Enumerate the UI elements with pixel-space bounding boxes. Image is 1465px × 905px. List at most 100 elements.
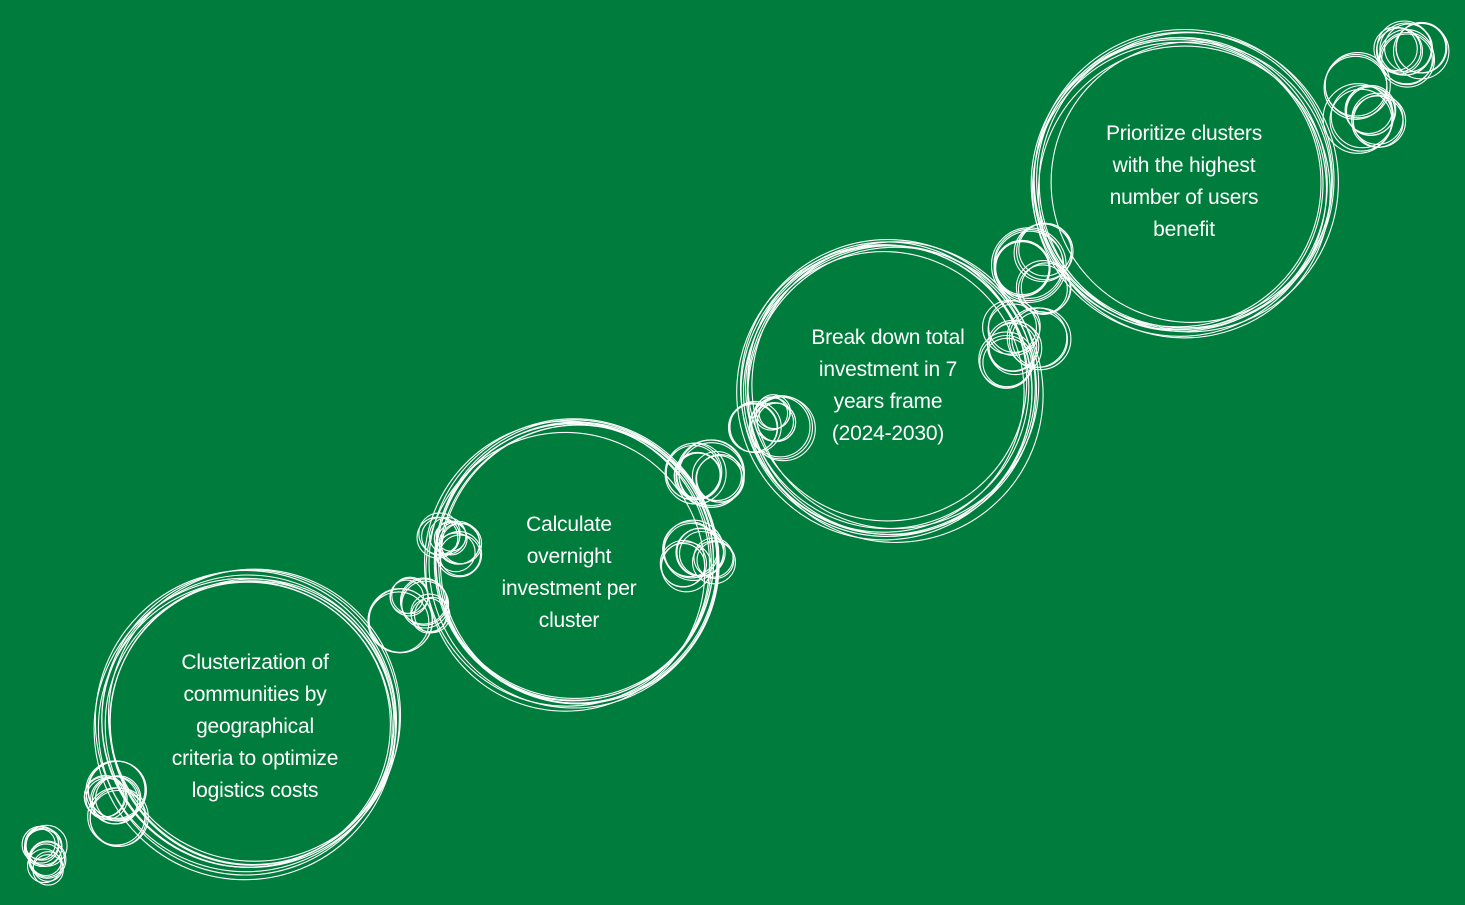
cluster-g-stroke <box>754 402 795 442</box>
cluster-g-stroke <box>728 403 778 453</box>
step-4-line-1: Prioritize clusters <box>1105 122 1263 145</box>
cluster-g-stroke <box>750 396 816 462</box>
step-4-ring-stroke <box>1030 37 1324 331</box>
step-3-line-2: investment in 7 <box>818 358 958 381</box>
cluster-h-stroke <box>988 300 1041 353</box>
cluster-a-stroke <box>26 848 62 884</box>
cluster-b-stroke <box>85 777 128 820</box>
cluster-f-stroke <box>678 439 745 507</box>
cluster-h <box>978 299 1072 389</box>
cluster-b-stroke <box>83 776 125 818</box>
step-1-ring-stroke <box>107 568 402 862</box>
step-3-text: Break down total investment in 7 years f… <box>778 322 998 450</box>
step-1-line-3: geographical <box>196 715 314 738</box>
step-1-line-5: logistics costs <box>191 779 319 802</box>
step-3-ring-stroke <box>742 251 1025 533</box>
cluster-j-stroke <box>1323 55 1388 120</box>
step-2-ring-stroke <box>428 418 719 709</box>
cluster-c <box>367 576 451 654</box>
cluster-a-stroke <box>28 841 66 878</box>
step-1-ring-stroke <box>97 580 393 876</box>
step-3-line-1: Break down total <box>811 326 965 349</box>
cluster-k-stroke <box>1378 29 1435 85</box>
cluster-j-stroke <box>1329 88 1393 152</box>
cluster-g-stroke <box>729 400 782 454</box>
cluster-k-stroke <box>1373 26 1418 72</box>
step-1-ring-stroke <box>104 581 391 868</box>
step-4-ring-stroke <box>1033 28 1335 330</box>
cluster-j-stroke <box>1324 52 1391 119</box>
step-1-line-4: criteria to optimize <box>171 747 339 770</box>
step-3-ring <box>736 239 1044 543</box>
cluster-a-stroke <box>29 843 63 877</box>
cluster-j-stroke <box>1322 83 1394 154</box>
step-4-line-4: benefit <box>1153 218 1215 241</box>
step-2-line-3: investment per <box>501 577 637 600</box>
cluster-d-stroke <box>433 521 468 556</box>
cluster-d <box>416 512 483 578</box>
cluster-e-stroke <box>659 539 708 588</box>
step-3-ring-stroke <box>746 245 1038 536</box>
cluster-i-stroke <box>993 239 1051 297</box>
step-2-line-2: overnight <box>526 545 612 568</box>
cluster-b <box>83 760 149 848</box>
cluster-i-stroke <box>995 240 1050 296</box>
step-2-line-4: cluster <box>538 609 600 632</box>
step-1-line-2: communities by <box>183 683 327 706</box>
cluster-f-stroke <box>695 455 743 503</box>
step-1-ring-stroke <box>94 569 398 873</box>
step-1-text: Clusterization of communities by geograp… <box>145 647 365 807</box>
step-2-text: Calculate overnight investment per clust… <box>469 509 669 637</box>
cluster-d-stroke <box>418 512 461 555</box>
cluster-g-stroke <box>748 395 814 460</box>
cluster-j-stroke <box>1330 84 1394 149</box>
step-4-ring-stroke <box>1050 41 1333 323</box>
cluster-c-stroke <box>368 588 434 653</box>
step-4-ring-stroke <box>1031 41 1328 337</box>
cluster-g <box>727 394 816 462</box>
cluster-f-stroke <box>675 452 722 499</box>
step-4-line-2: with the highest <box>1112 154 1256 177</box>
step-3-ring-stroke <box>736 244 1033 541</box>
cluster-i-stroke <box>1016 222 1074 281</box>
cluster-f <box>664 439 745 508</box>
step-1-line-1: Clusterization of <box>181 651 329 674</box>
cluster-e-stroke <box>662 519 725 581</box>
cluster-h-stroke <box>1008 307 1072 371</box>
cluster-k-stroke <box>1384 23 1433 73</box>
step-4-line-3: number of users <box>1109 186 1259 209</box>
cluster-h-stroke <box>988 321 1043 376</box>
cluster-b-stroke <box>89 787 149 847</box>
step-4-ring <box>1030 28 1339 339</box>
step-4-text: Prioritize clusters with the highest num… <box>1074 118 1294 246</box>
cluster-j <box>1322 52 1407 154</box>
cluster-e-stroke <box>663 522 720 579</box>
step-2-ring-stroke <box>434 419 715 699</box>
cluster-d-stroke <box>416 516 459 559</box>
cluster-e <box>659 519 737 593</box>
step-2-line-1: Calculate <box>526 513 612 536</box>
cluster-a-stroke <box>28 840 67 879</box>
cluster-k-stroke <box>1392 22 1450 80</box>
step-1-ring <box>93 568 402 881</box>
cluster-b-stroke <box>85 760 147 822</box>
cluster-i-stroke <box>990 227 1067 303</box>
cluster-c-stroke <box>399 577 448 625</box>
cluster-i-stroke <box>1015 260 1071 315</box>
step-4-ring-stroke <box>1037 45 1331 339</box>
cluster-a-stroke <box>25 824 68 867</box>
step-1-ring-stroke <box>93 577 397 881</box>
cluster-i <box>990 222 1074 315</box>
cluster-a <box>21 824 68 886</box>
step-3-line-4: (2024-2030) <box>831 422 945 445</box>
cluster-d-stroke <box>435 520 467 552</box>
cluster-e-stroke <box>696 541 735 580</box>
cluster-h-stroke <box>982 299 1037 355</box>
cluster-c-stroke <box>400 578 449 626</box>
cluster-e-stroke <box>691 540 737 585</box>
cluster-k <box>1373 20 1450 88</box>
step-2-ring-stroke <box>435 421 718 704</box>
cluster-i-stroke <box>1020 262 1072 314</box>
